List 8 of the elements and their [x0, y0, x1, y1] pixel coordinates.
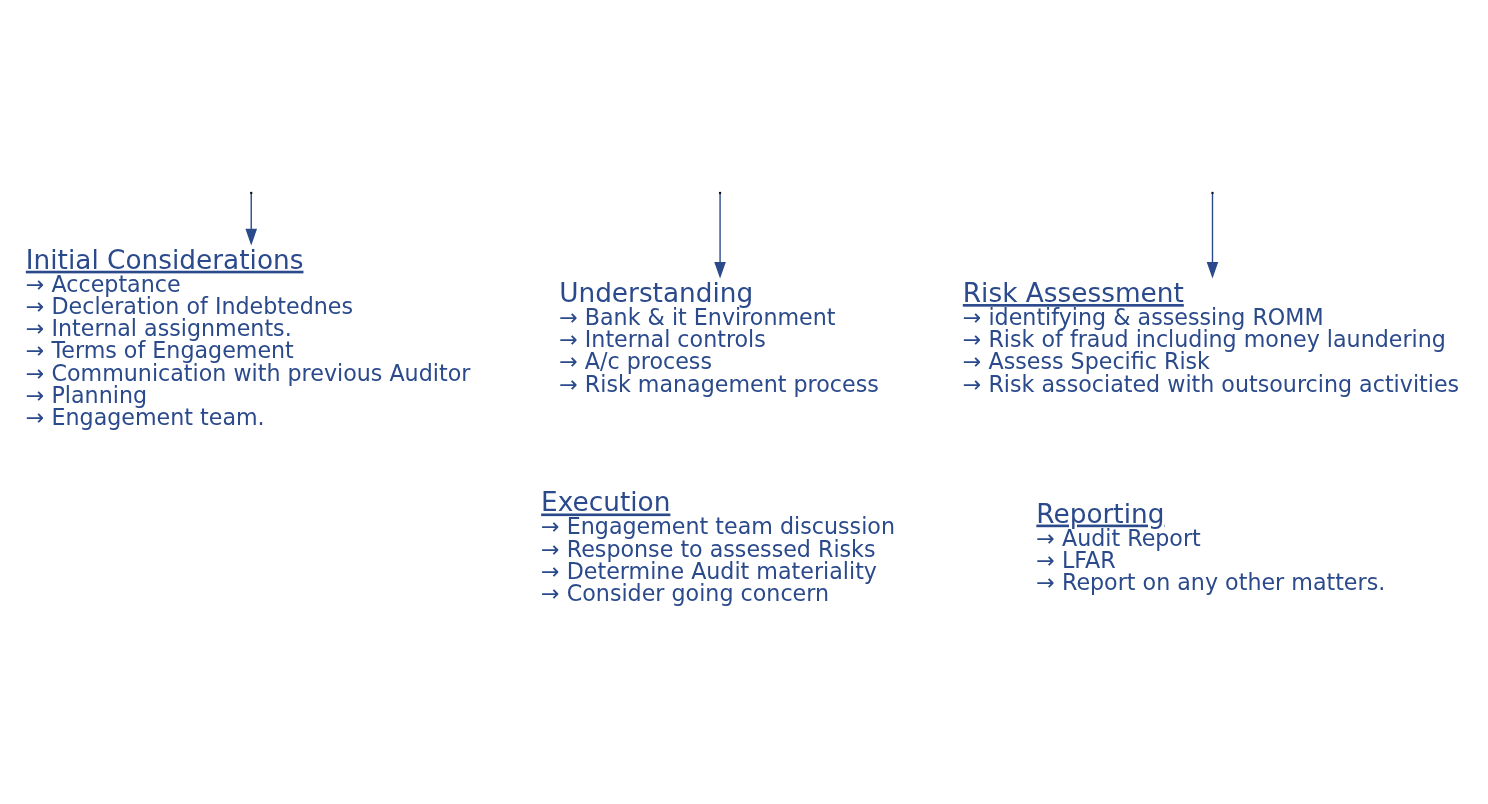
node-text: Risk Assessment → identifying & assessing ROMM → Risk of fraud including money laundering → Assess Specific Risk → Risk associated with outsourcing activities [962, 277, 1460, 397]
arrow [245, 192, 258, 245]
arrow [714, 192, 726, 279]
arrow [1206, 192, 1219, 279]
node-text: Initial Considerations → Acceptance → Decleration of Indebtednes → Internal assignments. → Terms of Engagement → Communication with previous Auditor → Planning → Engagement team. [25, 244, 471, 430]
node-text: Understanding → Bank & it Environment → Internal controls → A/c process → Risk management process [559, 277, 879, 397]
node-text: Reporting → Audit Report → LFAR → Report on any other matters. [1036, 498, 1386, 595]
node-text: Execution → Engagement team discussion → Response to assessed Risks → Determine Audit materiality → Consider going concern [541, 486, 895, 606]
